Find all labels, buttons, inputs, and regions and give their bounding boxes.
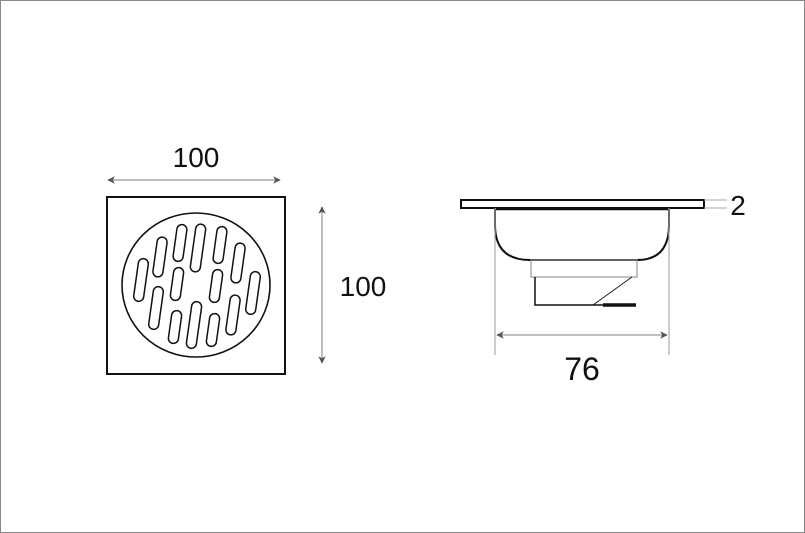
side-view: 76 2 [460,190,746,387]
neck [530,259,638,278]
top-plate [460,199,705,209]
outlet-pipe [534,277,603,306]
drain-slot [212,225,228,265]
square-grate [106,196,286,375]
thickness-label: 2 [730,190,746,221]
drain-slot [185,300,203,350]
drain-slot [152,236,168,278]
drain-slot [147,285,165,331]
drain-slot [230,242,246,284]
drain-slot [167,309,183,345]
drain-slot [225,294,241,336]
drain-slot [132,257,150,303]
width-label: 100 [173,142,220,173]
drain-slot [169,266,185,302]
side-width-label: 76 [564,351,600,387]
drain-slot [189,223,207,273]
drain-slot [205,312,221,348]
circular-grate [121,212,271,358]
drain-slot [172,223,188,263]
front-view: 100 100 [106,142,387,375]
drain-slot [208,268,224,304]
bowl-body [494,208,670,261]
drain-slots [132,223,262,350]
drain-slot [244,270,262,316]
height-label: 100 [340,271,387,302]
